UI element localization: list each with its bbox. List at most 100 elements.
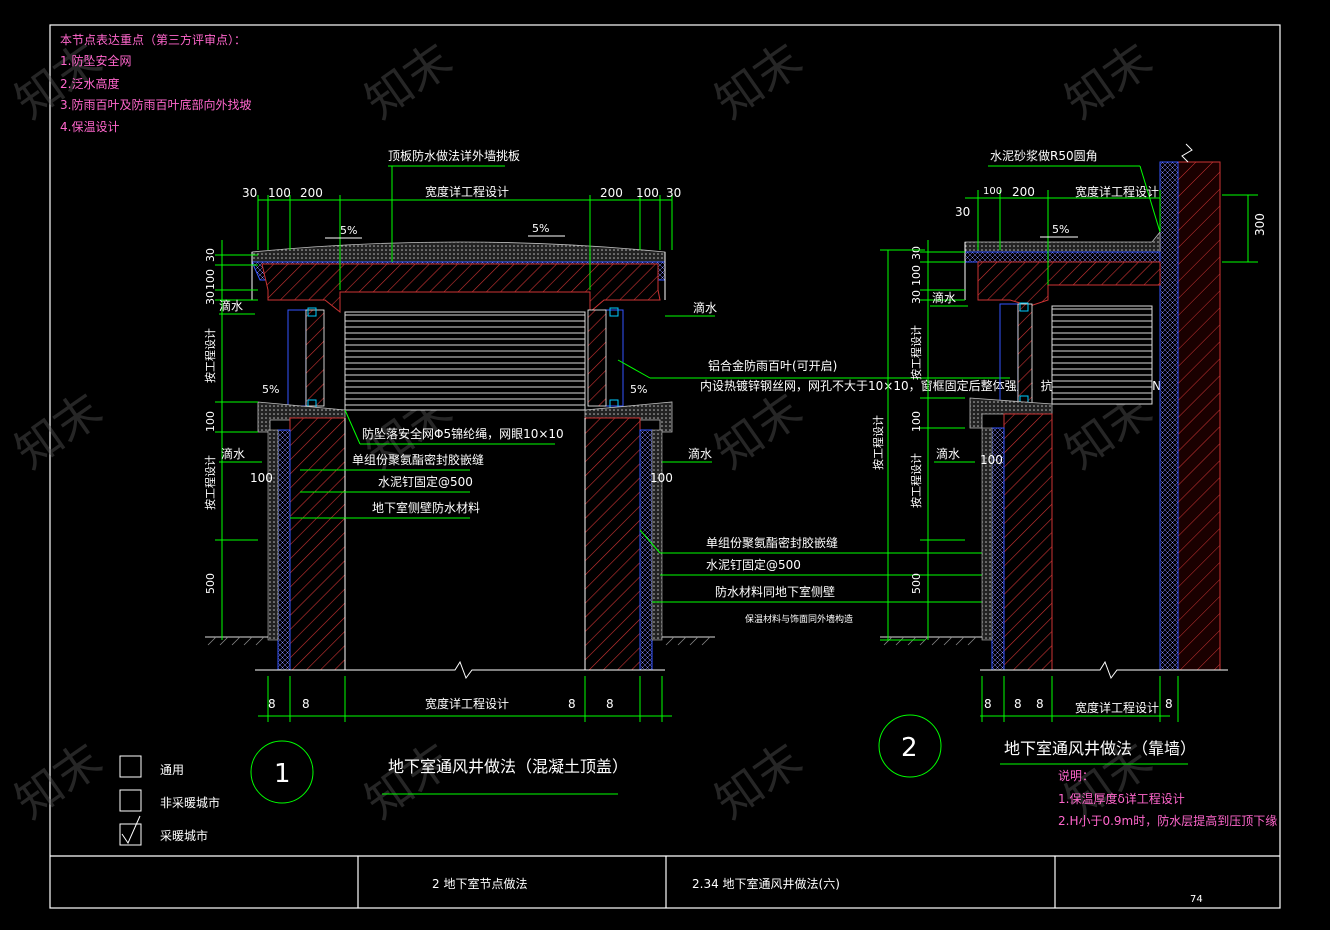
legend-check-icon xyxy=(121,815,141,845)
right-main-wall-insulation xyxy=(1159,161,1179,671)
left-dim-200-l: 200 xyxy=(300,186,323,200)
left-dim-100-r: 100 xyxy=(636,186,659,200)
right-bdim-width: 宽度详工程设计 xyxy=(1075,700,1159,715)
mid-nail-label: 水泥钉固定@500 xyxy=(706,557,801,572)
left-seal-label: 单组份聚氨酯密封胶嵌缝 xyxy=(352,452,484,467)
right-bdim-delta-3: 8 xyxy=(1036,697,1044,711)
remarks-item-1: 1.保温厚度δ详工程设计 xyxy=(1058,791,1185,806)
watermark-2: 知末 xyxy=(355,32,461,129)
left-louver-sill-r xyxy=(587,309,607,407)
watermark-5: 知末 xyxy=(5,382,111,479)
left-vdim-30-a: 30 xyxy=(204,248,217,262)
left-waterproof-label: 地下室侧壁防水材料 xyxy=(372,500,480,515)
notes-item-1: 1.防坠安全网 xyxy=(60,53,131,68)
left-break-line xyxy=(255,660,665,680)
left-bdim-delta-4: 8 xyxy=(606,697,614,711)
remarks-heading: 说明： xyxy=(1058,768,1094,783)
right-drip-1: 滴水 xyxy=(932,290,956,305)
left-dim-30-l: 30 xyxy=(242,186,257,200)
left-drip-4: 滴水 xyxy=(688,446,712,461)
right-louver-sill xyxy=(1017,303,1033,405)
legend-box-general[interactable] xyxy=(119,755,142,778)
legend-label-general: 通用 xyxy=(160,763,184,777)
left-nail-label: 水泥钉固定@500 xyxy=(378,474,473,489)
left-bdim-width: 宽度详工程设计 xyxy=(425,696,509,711)
left-insulation-right xyxy=(639,429,653,671)
right-louver-clip-t xyxy=(1019,302,1029,312)
left-finish-left xyxy=(267,429,279,641)
left-ground-hatch-l xyxy=(207,636,265,646)
left-detail-number: 1 xyxy=(274,759,291,789)
right-cap xyxy=(969,397,1053,429)
right-dim-200: 200 xyxy=(1012,185,1035,199)
title-block-page: 74 xyxy=(1190,894,1203,905)
right-vdim-30-b: 30 xyxy=(910,290,923,304)
left-drip-1: 滴水 xyxy=(219,298,243,313)
notes-heading: 本节点表达重点（第三方评审点）： xyxy=(60,32,246,47)
left-drip-3: 滴水 xyxy=(221,446,245,461)
title-block: 2 地下室节点做法 2.34 地下室通风井做法(六) 74 xyxy=(432,876,1203,905)
watermark-4: 知末 xyxy=(1055,32,1161,129)
drawing-frame xyxy=(49,24,1281,909)
right-bdim-delta-2: 8 xyxy=(1014,697,1022,711)
notes-item-2: 2.泛水高度 xyxy=(60,76,119,91)
legend-box-non-heating[interactable] xyxy=(119,789,142,812)
title-block-sheet: 2.34 地下室通风井做法(六) xyxy=(692,876,840,891)
remarks-block: 说明： 1.保温厚度δ详工程设计 2.H小于0.9m时，防水层提高到压顶下缘 xyxy=(1058,768,1277,828)
mid-louver-label: 铝合金防雨百叶(可开启) xyxy=(708,358,837,373)
left-slope-4: 5% xyxy=(630,383,647,396)
right-dim-300: 300 xyxy=(1253,213,1267,236)
right-width-top: 宽度详工程设计 xyxy=(1075,184,1159,199)
left-dim-200-r: 200 xyxy=(600,186,623,200)
mid-waterproof-label: 防水材料同地下室侧壁 xyxy=(715,584,835,599)
notes-block: 本节点表达重点（第三方评审点）： 1.防坠安全网 2.泛水高度 3.防雨百叶及防… xyxy=(60,32,251,134)
left-bdim-delta-2: 8 xyxy=(302,697,310,711)
left-dim-30-r: 30 xyxy=(666,186,681,200)
right-break-line xyxy=(980,660,1228,680)
left-net-leader xyxy=(344,409,361,445)
right-top-label: 水泥砂浆做R50圆角 xyxy=(990,148,1098,163)
left-cover-protection-layer xyxy=(251,241,666,263)
notes-item-3: 3.防雨百叶及防雨百叶底部向外找坡 xyxy=(60,97,251,112)
right-wall-finish xyxy=(981,427,993,641)
right-detail-number: 2 xyxy=(901,733,918,763)
left-wall-left xyxy=(289,417,346,671)
legend-label-heating: 采暖城市 xyxy=(160,828,208,843)
left-louver-frame-r xyxy=(604,309,624,407)
left-top-label: 顶板防水做法详外墙挑板 xyxy=(388,148,520,163)
left-dim-100-small-l: 100 xyxy=(250,471,273,485)
right-vdim-30-a: 30 xyxy=(910,246,923,260)
left-cover-slab xyxy=(261,263,661,314)
left-vdim-design-1: 按工程设计 xyxy=(203,328,217,383)
right-dim-100: 100 xyxy=(983,186,1002,197)
mid-louver-leader-l xyxy=(617,359,651,379)
right-drip-2: 滴水 xyxy=(936,446,960,461)
left-vdim-100-b: 100 xyxy=(204,411,217,432)
right-vdim-design-2: 按工程设计 xyxy=(909,453,923,508)
right-detail-number-circle xyxy=(878,714,942,778)
legend: 通用 非采暖城市 采暖城市 xyxy=(119,755,220,846)
right-main-wall xyxy=(1177,161,1221,671)
watermark-11: 知末 xyxy=(705,732,811,829)
right-louver xyxy=(1051,305,1153,405)
right-vdim-100-b: 100 xyxy=(910,411,923,432)
right-vdim-design-1: 按工程设计 xyxy=(909,325,923,380)
left-vdim-500: 500 xyxy=(204,573,217,594)
mid-insulation-label: 保温材料与饰面同外墙构造 xyxy=(745,613,853,625)
left-wall-right xyxy=(584,417,641,671)
right-cover-insulation xyxy=(964,251,1161,263)
watermark-3: 知末 xyxy=(705,32,811,129)
left-louver-clip-tl xyxy=(307,307,317,317)
mid-seal-leader xyxy=(639,529,661,554)
left-louver xyxy=(344,311,586,411)
left-bdim-delta-3: 8 xyxy=(568,697,576,711)
left-louver-clip-tr xyxy=(609,307,619,317)
left-drip-2: 滴水 xyxy=(693,300,717,315)
watermark-10: 知末 xyxy=(355,732,461,829)
left-slope-3: 5% xyxy=(262,383,279,396)
right-detail: 水泥砂浆做R50圆角 30 100 200 宽度详工程设计 300 5% 30 … xyxy=(871,143,1267,778)
right-dim-30: 30 xyxy=(955,205,970,219)
legend-box-heating[interactable] xyxy=(119,823,142,846)
left-dim-100-small-r: 100 xyxy=(650,471,673,485)
left-louver-sill-l xyxy=(305,309,325,407)
